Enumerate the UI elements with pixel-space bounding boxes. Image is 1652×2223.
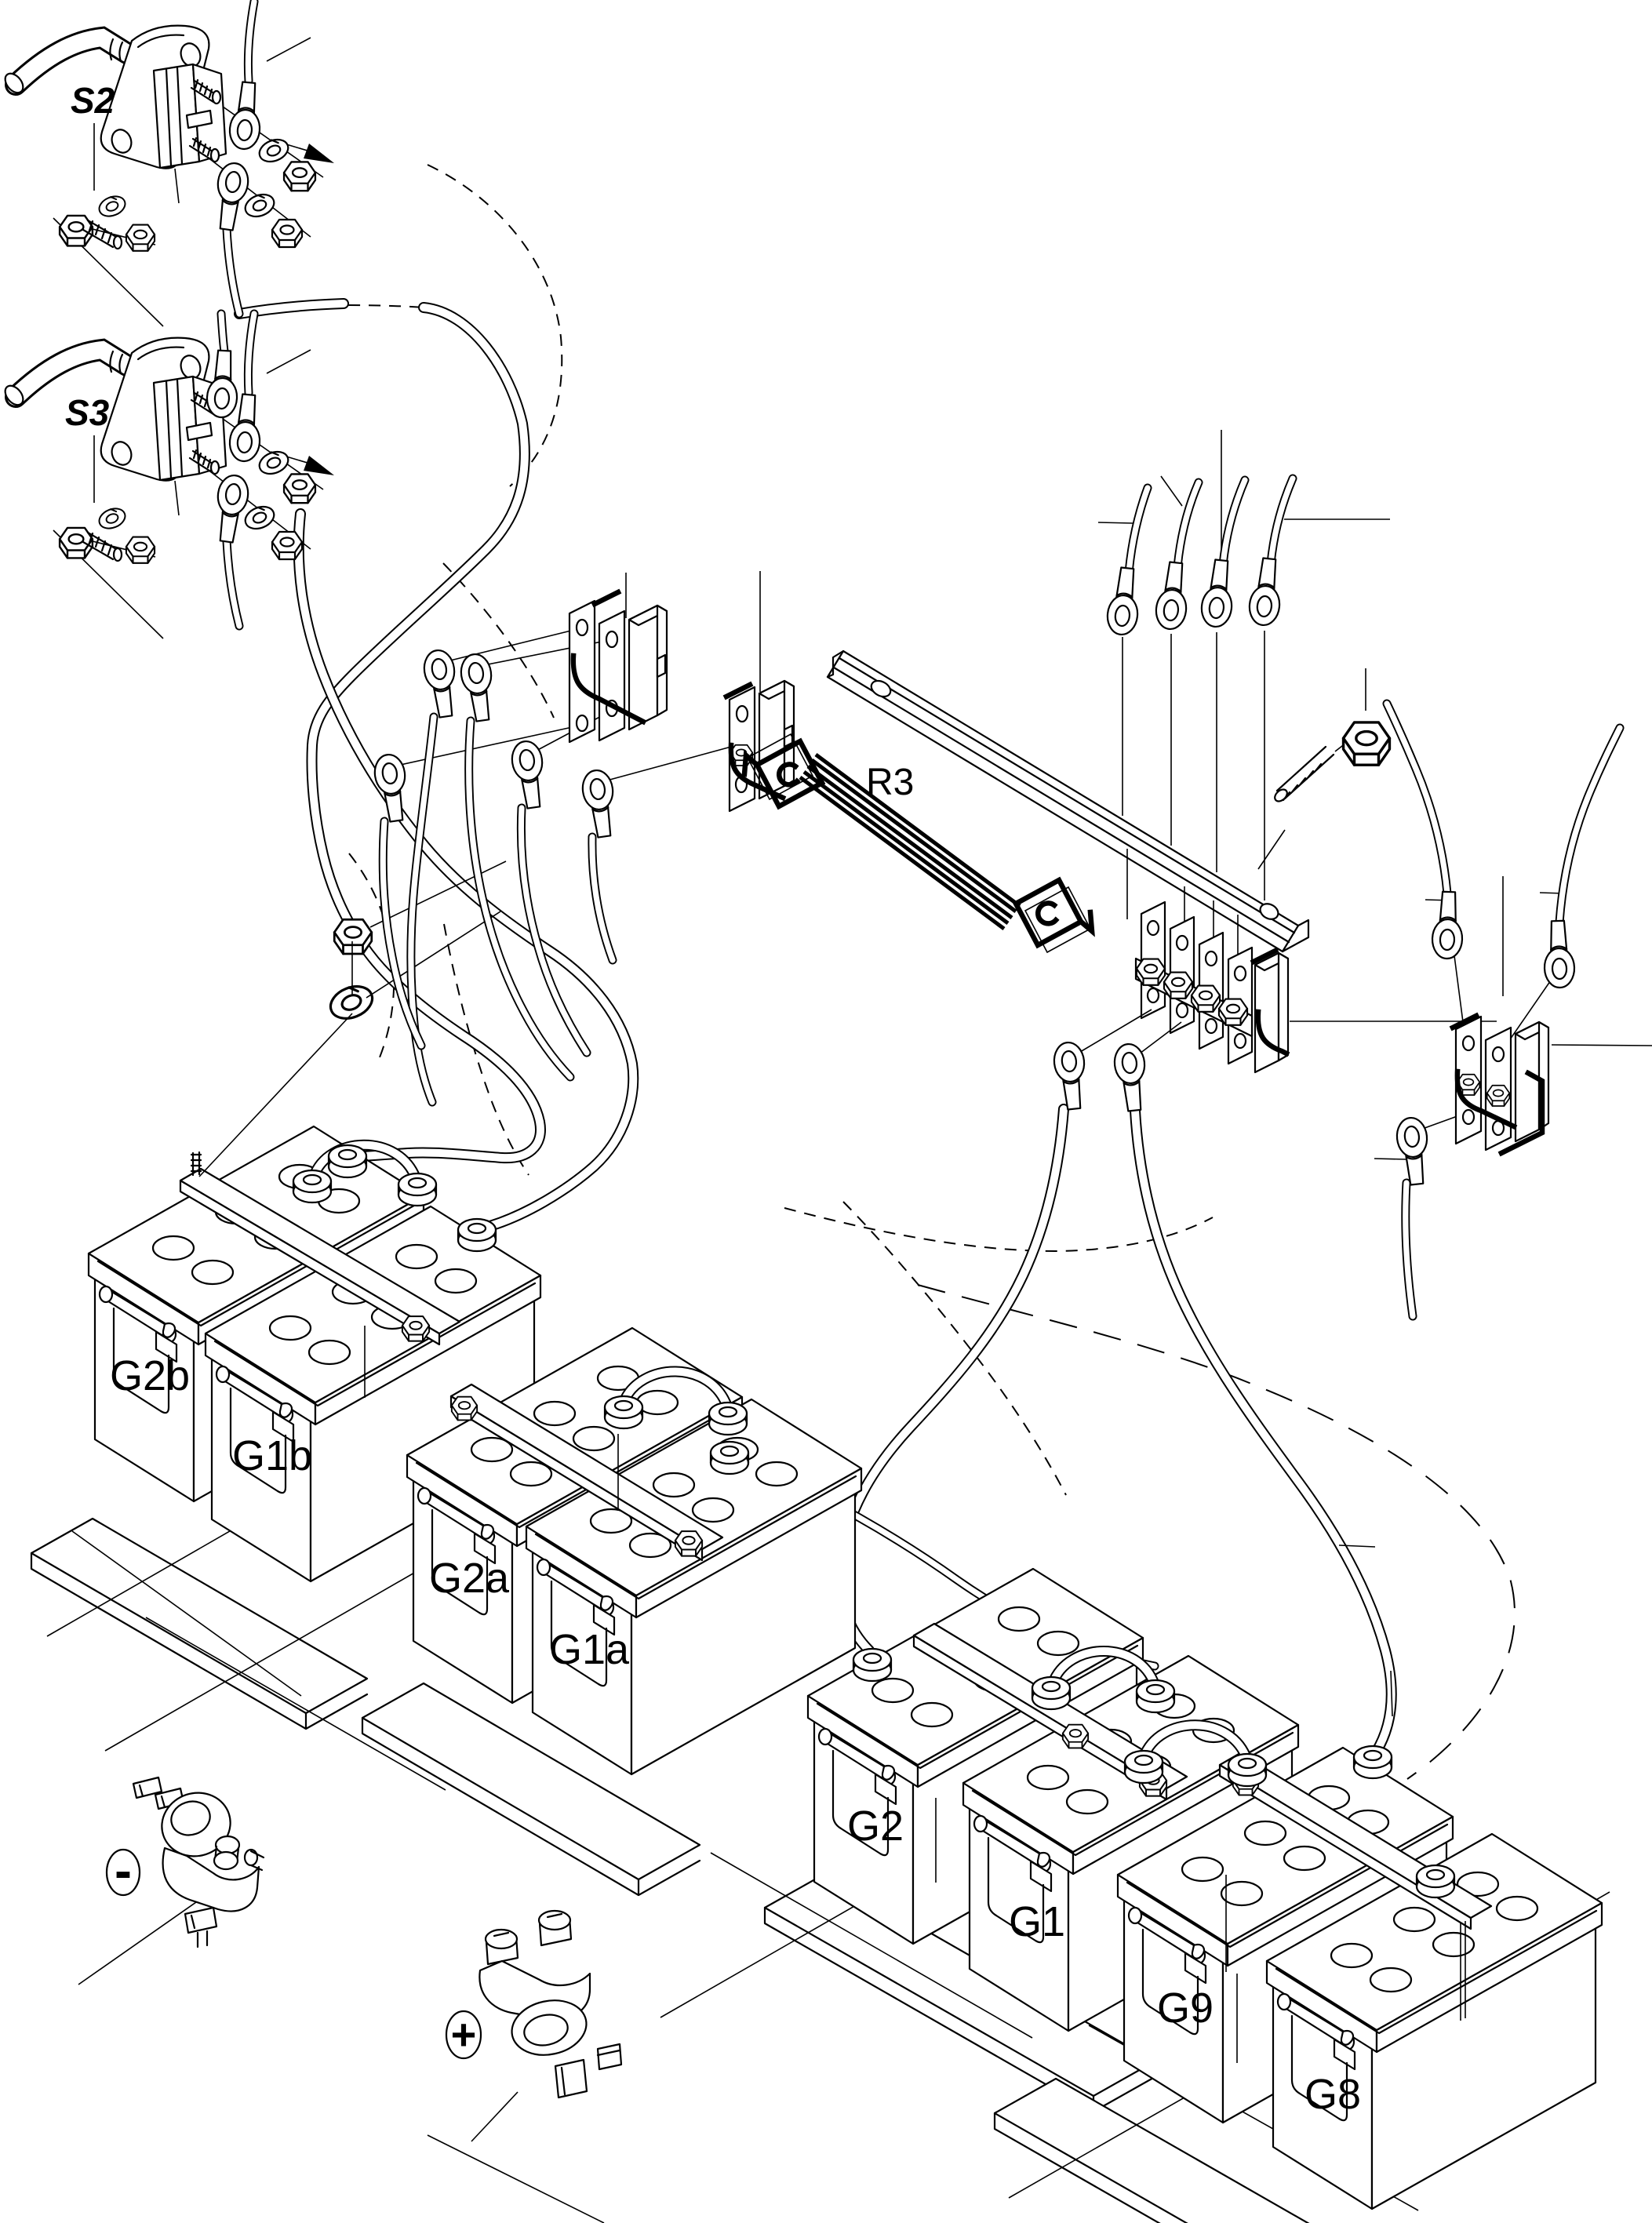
flange-nut-icon	[1341, 721, 1392, 766]
battery-jumpers	[292, 1139, 1456, 1899]
label-battery-g1a: G1a	[549, 1626, 630, 1673]
switch-s3	[2, 314, 334, 639]
polarity-badge-negative	[105, 1848, 141, 1897]
label-battery-g2a: G2a	[429, 1555, 510, 1602]
ground-leader-lines	[46, 1504, 1610, 2223]
busbar-rail	[826, 649, 1310, 953]
harness-cables	[234, 298, 1511, 1947]
battery-face-leaders	[364, 1326, 1238, 2063]
label-switch-s3: S3	[65, 392, 110, 433]
resistor-r3	[741, 733, 1095, 954]
polarity-negative-label: -	[115, 1841, 132, 1899]
label-battery-g2b: G2b	[110, 1352, 190, 1399]
cable-routing-dashed	[348, 164, 1516, 1780]
terminal-strip-bank	[1051, 849, 1497, 1113]
label-battery-g2: G2	[847, 1803, 904, 1850]
junction-block-a	[396, 573, 668, 766]
polarity-badge-positive	[445, 2010, 482, 2060]
labels: S2 S3 R3 G2b G1b G2a G1a G2 G1 G9 G8	[65, 80, 1361, 2118]
label-resistor-r3: R3	[866, 762, 914, 803]
label-battery-g1: G1	[1009, 1898, 1065, 1945]
clamp-negative: -	[78, 1776, 265, 1985]
battery-group-right	[806, 1567, 1603, 2210]
switch-s2	[2, 2, 334, 326]
loose-nut-and-washer	[198, 860, 507, 1177]
polarity-positive-label: +	[451, 2010, 477, 2059]
rail-bolt-and-nut	[1257, 721, 1392, 870]
resistor-end-bracket-left	[741, 733, 826, 810]
junction-ring-terminals-left	[371, 647, 620, 1107]
hold-down-bars	[179, 860, 1493, 2021]
resistor-end-bracket-right	[1012, 876, 1095, 954]
switch-s3-extra-terminal	[205, 309, 241, 420]
junction-block-c	[1374, 699, 1652, 1321]
label-battery-g8: G8	[1304, 2071, 1361, 2118]
label-battery-g1b: G1b	[232, 1432, 312, 1479]
pallet-slabs	[30, 1517, 1310, 2223]
label-switch-s2: S2	[71, 80, 115, 121]
hold-down-bar-1	[179, 1151, 461, 1346]
alignment-leaders-upper	[1122, 631, 1265, 900]
top-right-wires	[1097, 430, 1390, 711]
clamp-positive: +	[445, 1909, 623, 2142]
label-battery-g9: G9	[1157, 1985, 1214, 2032]
